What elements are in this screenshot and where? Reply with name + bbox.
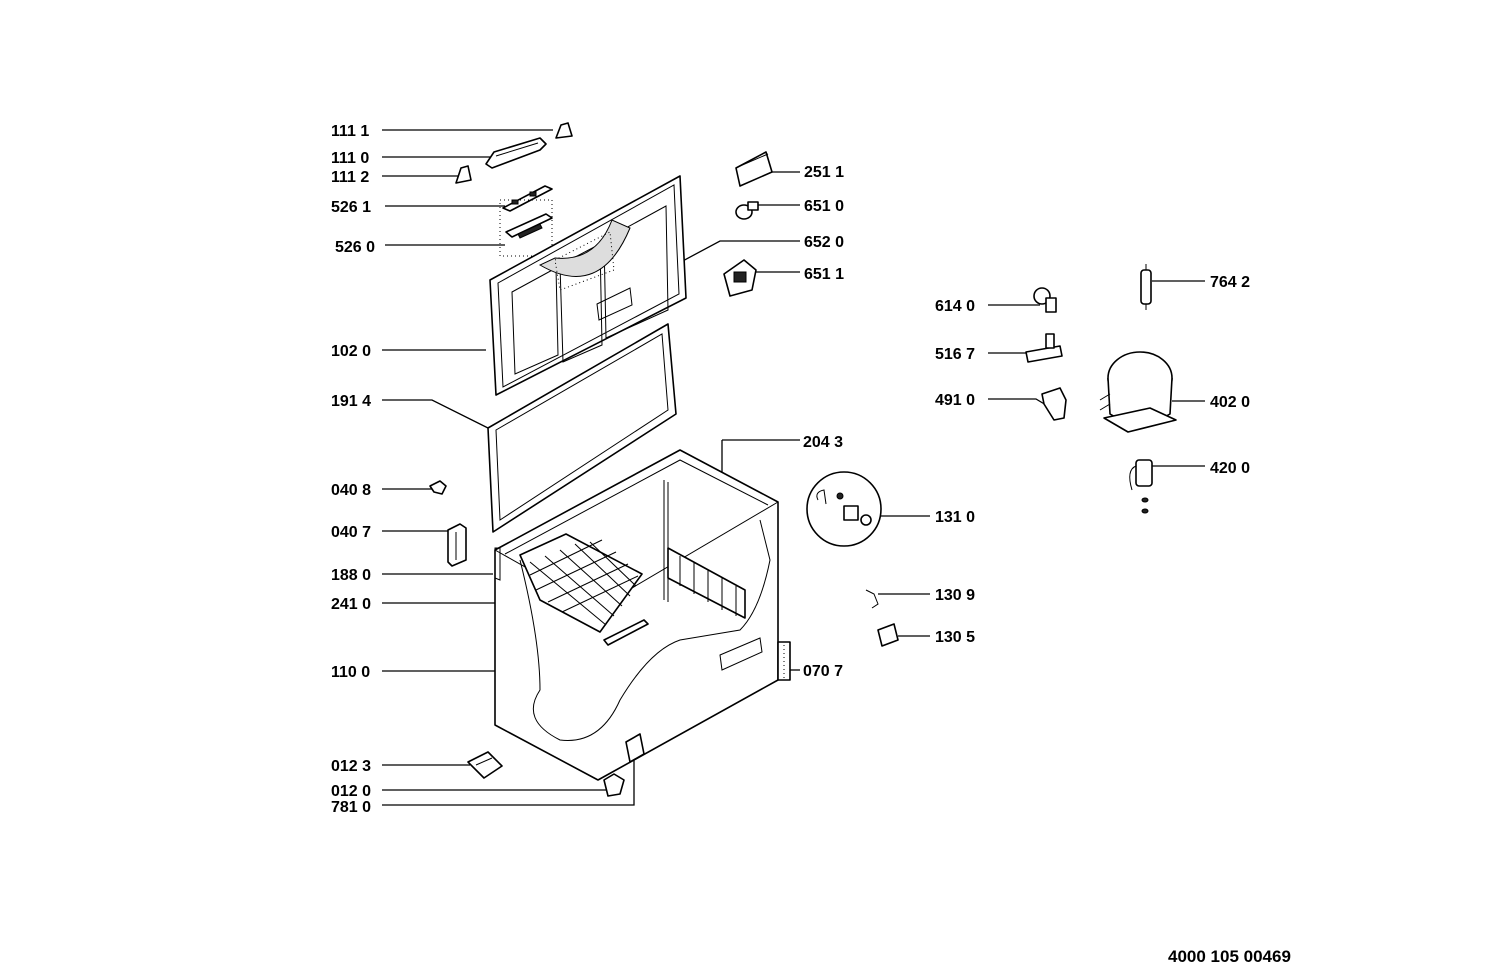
- relay: [1033, 287, 1057, 313]
- label-040-8: 040 8: [331, 482, 371, 499]
- label-781-0: 781 0: [331, 799, 371, 816]
- label-070-7: 070 7: [803, 663, 843, 680]
- lock-assembly: [499, 199, 553, 257]
- label-102-0: 102 0: [331, 343, 371, 360]
- handle-end-cap-right: [555, 122, 573, 139]
- hinge-clip: [429, 480, 447, 495]
- compressor: [1099, 351, 1177, 433]
- lid-gasket: [487, 323, 677, 533]
- label-402-0: 402 0: [1210, 394, 1250, 411]
- label-012-0: 012 0: [331, 783, 371, 800]
- document-number: 4000 105 00469: [1168, 947, 1291, 966]
- label-652-0: 652 0: [804, 234, 844, 251]
- terminal-cover: [1041, 387, 1067, 421]
- label-491-0: 491 0: [935, 392, 975, 409]
- label-526-1: 526 1: [331, 199, 371, 216]
- label-110-0: 110 0: [331, 664, 370, 681]
- label-420-0: 420 0: [1210, 460, 1250, 477]
- handle-end-cap-left: [455, 165, 472, 184]
- label-516-7: 516 7: [935, 346, 975, 363]
- cabinet-corner-cap: [625, 733, 645, 763]
- label-614-0: 614 0: [935, 298, 975, 315]
- label-130-5: 130 5: [935, 629, 975, 646]
- control-panel-cover: [735, 151, 773, 187]
- bottom-bracket: [467, 751, 503, 779]
- hinge: [447, 523, 467, 567]
- leader-lines: [382, 129, 1205, 806]
- lid-handle: [485, 137, 547, 169]
- lamp-switch: [865, 589, 879, 609]
- thermostat-knob: [735, 201, 759, 220]
- label-111-0: 111 0: [331, 150, 369, 167]
- label-204-3: 204 3: [803, 434, 843, 451]
- label-130-9: 130 9: [935, 587, 975, 604]
- wire-basket: [519, 533, 643, 633]
- divider-panel: [663, 480, 746, 619]
- label-251-1: 251 1: [804, 164, 844, 181]
- thermostat-housing: [723, 259, 757, 297]
- lamp-holder: [877, 623, 899, 647]
- ventilation-grille: [777, 641, 791, 681]
- label-012-3: 012 3: [331, 758, 371, 775]
- label-526-0: 526 0: [335, 239, 375, 256]
- cabinet-foot: [603, 773, 625, 797]
- label-764-2: 764 2: [1210, 274, 1250, 291]
- label-191-4: 191 4: [331, 393, 371, 410]
- label-111-2: 111 2: [331, 169, 369, 186]
- label-651-1: 651 1: [804, 266, 844, 283]
- part-labels: 111 1 111 0 111 2 526 1 526 0 102 0 191 …: [331, 123, 1250, 816]
- label-241-0: 241 0: [331, 596, 371, 613]
- label-651-0: 651 0: [804, 198, 844, 215]
- lock-strip: [502, 185, 553, 212]
- lid: [489, 175, 687, 396]
- label-111-1: 111 1: [331, 123, 369, 140]
- label-131-0: 131 0: [935, 509, 975, 526]
- label-188-0: 188 0: [331, 567, 371, 584]
- overload-protector: [1025, 333, 1063, 363]
- filter-drier: [1140, 264, 1152, 310]
- light-assembly-detail: [806, 471, 882, 547]
- label-040-7: 040 7: [331, 524, 371, 541]
- basket-rail: [603, 619, 649, 646]
- capacitor: [1129, 459, 1153, 514]
